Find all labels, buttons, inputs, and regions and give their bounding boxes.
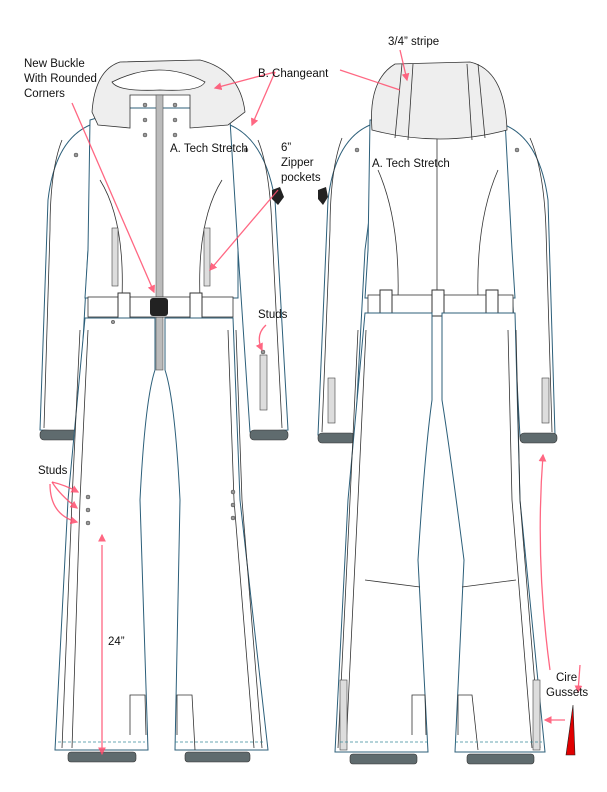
annotation-labels: New Buckle With Rounded Corners B. Chang… [24,36,588,699]
back-left-leg [334,312,433,753]
zipper-pocket-left [111,227,119,287]
front-center-zipper [155,94,164,371]
buckle [150,298,168,316]
sleeve-badge-icon [272,187,284,205]
label-stripe: 3/4” stripe [388,36,439,48]
front-view [39,59,289,763]
label-cire-gussets-line1: Cire [556,672,577,684]
label-new-buckle-line1: New Buckle [24,58,85,70]
back-hood [371,61,508,140]
label-cire-gussets-line2: Gussets [546,687,588,699]
front-right-sleeve [221,124,289,433]
label-studs-sleeve: Studs [258,309,288,321]
label-zipper-pockets-line2: Zipper [281,157,314,169]
label-changeant: B. Changeant [258,68,329,80]
back-sleeve-badge-icon [318,187,328,205]
label-studs-leg: Studs [38,465,68,477]
annotation-arrows [49,49,583,756]
back-right-leg [441,312,546,753]
label-new-buckle-line2: With Rounded [24,73,97,85]
label-zipper-pockets-line1: 6” [281,142,291,154]
back-torso [364,119,516,299]
hood-stripe [394,63,414,141]
back-view [317,61,576,765]
cire-gusset-swatch [565,704,576,756]
label-new-buckle-line3: Corners [24,88,65,100]
gusset-zip-right [532,679,541,751]
zipper-pocket-right [203,227,211,287]
gusset-zip-left [339,679,348,751]
label-inseam: 24” [108,636,125,648]
back-right-sleeve [497,124,556,438]
label-tech-stretch-back: A. Tech Stretch [372,158,450,170]
front-right-leg [164,317,269,751]
label-tech-stretch-front: A. Tech Stretch [170,143,248,155]
label-zipper-pockets-line3: pockets [281,172,321,184]
